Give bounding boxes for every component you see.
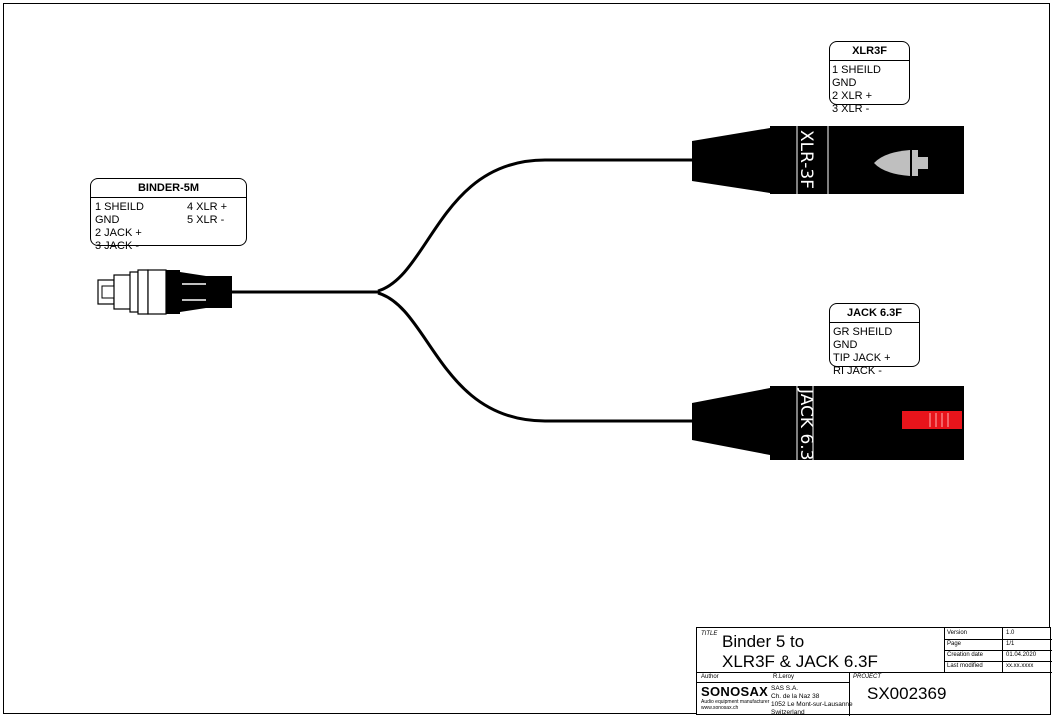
creation-date-label: Creation date bbox=[947, 652, 984, 658]
address-line-2: Ch. de la Naz 38 bbox=[771, 693, 820, 700]
address-line-1: SAS S.A. bbox=[771, 685, 799, 692]
title-caption: TITLE bbox=[701, 631, 718, 637]
cable-branch-xlr bbox=[377, 158, 694, 293]
jack-pinout-box: JACK 6.3F GR SHEILD GND TIP JACK + RI JA… bbox=[829, 303, 920, 377]
author-value: R.Leroy bbox=[773, 674, 795, 680]
xlr-pin-3: 3 XLR - bbox=[832, 103, 870, 115]
version-value: 1.0 bbox=[1006, 630, 1015, 636]
jack-pin-2: TIP JACK + bbox=[833, 352, 891, 364]
xlr-pin-2: 2 XLR + bbox=[832, 90, 873, 102]
jack-connector: JACK 6.3 bbox=[692, 386, 964, 461]
jack-body-label: JACK 6.3 bbox=[796, 388, 816, 461]
page-value: 1/1 bbox=[1006, 641, 1015, 647]
jack-pinout-title: JACK 6.3F bbox=[830, 304, 919, 323]
project-label: PROJECT bbox=[853, 674, 882, 680]
page-label: Page bbox=[947, 641, 962, 647]
cable-branch-jack bbox=[377, 291, 694, 423]
binder-pin-3: 3 JACK - bbox=[95, 240, 140, 252]
xlr-pinout-box: XLR3F 1 SHEILD GND 2 XLR + 3 XLR - bbox=[829, 41, 910, 115]
xlr-pin-1: 1 SHEILD GND bbox=[832, 64, 881, 89]
binder-pinout-box: BINDER-5M 1 SHEILD GND 2 JACK + 3 JACK -… bbox=[90, 178, 247, 252]
jack-latch-icon bbox=[902, 411, 962, 429]
xlr-pinout-title: XLR3F bbox=[830, 42, 909, 61]
binder-pin-1: 1 SHEILD GND bbox=[95, 201, 144, 226]
address-line-4: Switzerland bbox=[771, 709, 805, 716]
drawing-frame bbox=[3, 3, 1050, 714]
xlr3f-connector: XLR-3F bbox=[692, 126, 964, 194]
xlr-body-label: XLR-3F bbox=[796, 130, 816, 189]
company-tagline: Audio equipment manufacturer bbox=[701, 699, 770, 705]
project-number: SX002369 bbox=[867, 684, 947, 703]
drawing-title-line1: Binder 5 to bbox=[722, 632, 805, 651]
binder-pin-4: 4 XLR + bbox=[187, 201, 228, 213]
company-address: SAS S.A. Ch. de la Naz 38 1052 Le Mont-s… bbox=[771, 685, 853, 717]
last-modified-value: xx.xx.xxxx bbox=[1006, 663, 1034, 669]
binder-pin-2: 2 JACK + bbox=[95, 227, 142, 239]
binder-pin-5: 5 XLR - bbox=[187, 214, 225, 226]
version-label: Version bbox=[947, 630, 968, 636]
drawing-title-line2: XLR3F & JACK 6.3F bbox=[722, 652, 878, 671]
author-label: Author bbox=[701, 674, 719, 680]
last-modified-label: Last modified bbox=[947, 663, 983, 669]
binder-pinout-title: BINDER-5M bbox=[91, 179, 246, 198]
address-line-3: 1052 Le Mont-sur-Lausanne bbox=[771, 701, 853, 708]
xlr-socket-icon bbox=[874, 150, 910, 176]
jack-pin-3: RI JACK - bbox=[833, 365, 882, 377]
binder-5m-connector bbox=[97, 269, 232, 315]
creation-date-value: 01.04.2020 bbox=[1006, 652, 1037, 658]
company-website: www.sonosax.ch bbox=[701, 705, 739, 711]
sonosax-logo: SONOSAX bbox=[701, 684, 769, 699]
title-block: TITLE Binder 5 to XLR3F & JACK 6.3F Vers… bbox=[696, 627, 1052, 717]
jack-pin-1: GR SHEILD GND bbox=[833, 326, 893, 351]
